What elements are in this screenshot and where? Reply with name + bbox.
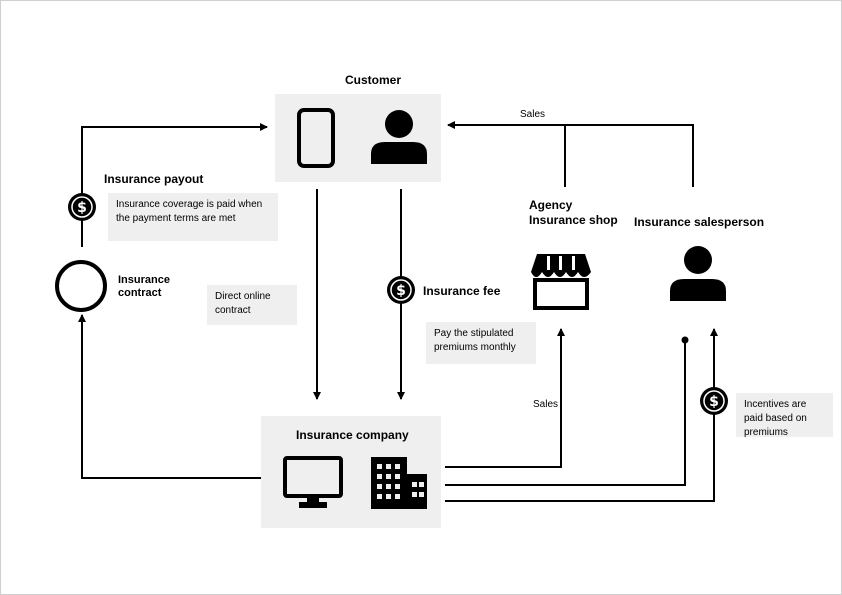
svg-text:$: $	[77, 200, 87, 216]
insurance-company-title: Insurance company	[296, 428, 409, 442]
salesperson-title: Insurance salesperson	[634, 215, 765, 229]
person-icon	[670, 246, 726, 301]
customer-title: Customer	[345, 73, 402, 87]
shop-icon	[531, 254, 591, 310]
dollar-coin-icon: $	[387, 276, 415, 304]
direct-contract-note: Direct online contract	[207, 285, 297, 325]
arrow-incentives	[445, 328, 718, 502]
insurance-fee-note: Pay the stipulated premiums monthly	[426, 322, 536, 364]
line-company-to-salesperson	[445, 341, 686, 486]
sales-label-top: Sales	[520, 109, 546, 120]
svg-text:$: $	[396, 283, 406, 299]
incentives-note: Incentives are paid based on premiums	[736, 393, 833, 438]
monitor-icon	[283, 456, 343, 508]
smartphone-icon	[297, 108, 335, 168]
insurance-payout-label: Insurance payout	[104, 172, 204, 186]
arrow-company-to-agency	[445, 328, 565, 468]
contract-circle-icon	[55, 260, 107, 312]
arrow-sales-to-customer	[447, 121, 694, 187]
arrow-company-to-contract	[78, 314, 261, 479]
svg-text:$: $	[709, 394, 719, 410]
sales-label-agency: Sales	[533, 399, 559, 410]
insurance-payout-note: Insurance coverage is paid when the paym…	[108, 193, 278, 241]
building-icon	[371, 457, 427, 509]
insurance-company-box	[261, 416, 441, 528]
person-icon	[371, 110, 427, 164]
connector-dot	[681, 336, 689, 344]
insurance-contract-label: Insurance contract	[118, 274, 170, 299]
insurance-fee-label: Insurance fee	[423, 284, 501, 298]
dollar-coin-icon: $	[700, 387, 728, 415]
dollar-coin-icon: $	[68, 193, 96, 221]
agency-title: Agency Insurance shop	[529, 198, 618, 227]
